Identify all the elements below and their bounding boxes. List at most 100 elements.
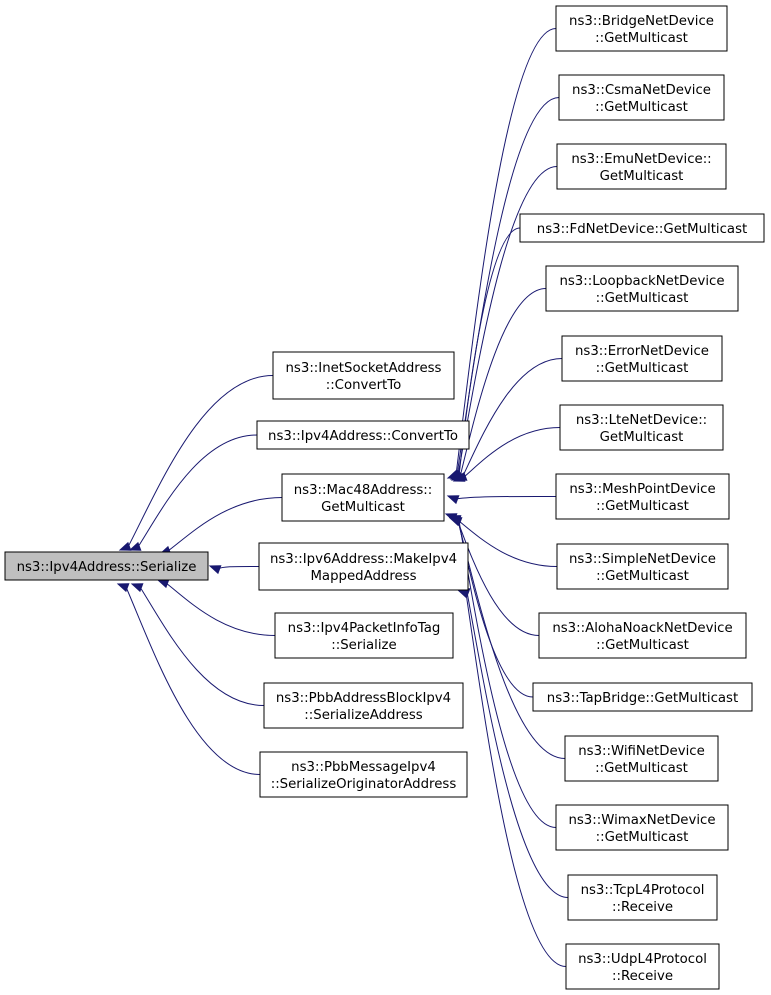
node-box: [532, 682, 753, 712]
arrowhead-n_wimax-to-n_mac48_getmc: [449, 517, 463, 527]
node-inet-convert[interactable]: ns3::InetSocketAddress::ConvertTo: [272, 351, 455, 400]
node-wimax[interactable]: ns3::WimaxNetDevice::GetMulticast: [555, 804, 729, 851]
node-csma[interactable]: ns3::CsmaNetDevice::GetMulticast: [558, 74, 725, 121]
edge-n_aloha-to-n_mac48_getmc: [456, 518, 540, 636]
node-label: ::Receive: [612, 969, 673, 984]
node-label: ns3::TcpL4Protocol: [581, 883, 705, 898]
node-ipv4-serialize[interactable]: ns3::Ipv4Address::Serialize: [4, 551, 209, 581]
node-label: ::GetMulticast: [595, 761, 688, 776]
node-box: [565, 943, 720, 990]
arrowhead-n_mesh-to-n_mac48_getmc: [446, 495, 460, 505]
node-tcp[interactable]: ns3::TcpL4Protocol::Receive: [567, 874, 718, 921]
node-box: [4, 551, 209, 581]
arrowhead-n_pkt_info-to-n_ipv4_serialize: [156, 579, 170, 589]
node-bridge[interactable]: ns3::BridgeNetDevice::GetMulticast: [555, 5, 728, 52]
node-label: ns3::Ipv4PacketInfoTag: [288, 621, 441, 636]
node-label: ns3::Ipv6Address::MakeIpv4: [270, 552, 457, 567]
node-udp[interactable]: ns3::UdpL4Protocol::Receive: [565, 943, 720, 990]
node-loopback[interactable]: ns3::LoopbackNetDevice::GetMulticast: [545, 265, 739, 312]
node-label: GetMulticast: [600, 169, 684, 184]
node-label: ::GetMulticast: [596, 291, 689, 306]
node-box: [272, 351, 455, 400]
edge-n_udp-to-n_ipv6_make: [465, 592, 567, 967]
node-label: MappedAddress: [310, 569, 416, 584]
edge-n_ipv6_make-to-n_ipv4_serialize: [217, 565, 260, 570]
node-label: ns3::PbbMessageIpv4: [291, 760, 436, 775]
node-box: [258, 542, 469, 591]
node-label: ns3::Ipv4Address::Serialize: [17, 560, 197, 575]
arrowhead-n_lte-to-n_mac48_getmc: [454, 471, 468, 481]
node-box: [561, 335, 723, 382]
node-tapbridge[interactable]: ns3::TapBridge::GetMulticast: [532, 682, 753, 712]
node-box: [274, 612, 454, 659]
node-label: ::GetMulticast: [596, 638, 689, 653]
node-mesh[interactable]: ns3::MeshPointDevice::GetMulticast: [555, 473, 730, 520]
node-label: ns3::UdpL4Protocol: [578, 952, 707, 967]
edge-n_loopback-to-n_mac48_getmc: [459, 288, 547, 478]
node-label: ns3::WimaxNetDevice: [568, 813, 715, 828]
node-simple[interactable]: ns3::SimpleNetDevice::GetMulticast: [556, 543, 729, 590]
edge-n_wimax-to-n_mac48_getmc: [458, 520, 557, 828]
node-box: [256, 420, 470, 450]
edge-n_csma-to-n_mac48_getmc: [456, 97, 560, 476]
nodes-layer: ns3::Ipv4Address::Serialize ns3::InetSock…: [4, 5, 765, 990]
node-box: [263, 682, 464, 729]
edge-n_pbb_msg-to-n_ipv4_serialize: [125, 586, 261, 775]
node-label: ::SerializeOriginatorAddress: [271, 777, 457, 792]
edge-n_mac48_getmc-to-n_ipv4_serialize: [167, 497, 283, 552]
node-error[interactable]: ns3::ErrorNetDevice::GetMulticast: [561, 335, 723, 382]
arrowhead-n_pbb_msg-to-n_ipv4_serialize: [116, 583, 130, 593]
node-ipv4-convert[interactable]: ns3::Ipv4Address::ConvertTo: [256, 420, 470, 450]
node-label: ns3::LoopbackNetDevice: [559, 274, 724, 289]
node-box: [564, 735, 719, 782]
edge-n_pbb_block-to-n_ipv4_serialize: [139, 586, 265, 706]
node-label: ns3::Ipv4Address::ConvertTo: [268, 429, 458, 444]
node-fd[interactable]: ns3::FdNetDevice::GetMulticast: [519, 213, 765, 243]
node-label: GetMulticast: [600, 430, 684, 445]
node-label: ::ConvertTo: [326, 378, 402, 393]
node-mac48-getmc[interactable]: ns3::Mac48Address::GetMulticast: [281, 473, 445, 522]
node-label: ::GetMulticast: [596, 499, 689, 514]
node-label: ns3::AlohaNoackNetDevice: [552, 621, 732, 636]
node-label: ::GetMulticast: [596, 361, 689, 376]
node-label: ::Receive: [612, 900, 673, 915]
node-label: ns3::Mac48Address::: [294, 483, 433, 498]
edge-n_pkt_info-to-n_ipv4_serialize: [165, 582, 276, 636]
edge-n_tcp-to-n_ipv6_make: [466, 591, 569, 898]
node-box: [555, 804, 729, 851]
edge-n_simple-to-n_mac48_getmc: [453, 516, 558, 567]
node-aloha[interactable]: ns3::AlohaNoackNetDevice::GetMulticast: [538, 612, 747, 659]
node-label: ns3::WifiNetDevice: [578, 744, 705, 759]
node-box: [259, 751, 468, 798]
node-wifi[interactable]: ns3::WifiNetDevice::GetMulticast: [564, 735, 719, 782]
node-box: [545, 265, 739, 312]
edge-n_error-to-n_mac48_getmc: [461, 358, 563, 479]
edge-n_lte-to-n_mac48_getmc: [463, 427, 561, 478]
node-box: [555, 5, 728, 52]
node-label: ::Serialize: [331, 638, 396, 653]
node-label: ns3::SimpleNetDevice: [569, 552, 716, 567]
node-box: [555, 473, 730, 520]
node-emu[interactable]: ns3::EmuNetDevice::GetMulticast: [556, 143, 727, 190]
edge-n_inet_convert-to-n_ipv4_serialize: [127, 375, 274, 548]
node-box: [519, 213, 765, 243]
node-box: [538, 612, 747, 659]
node-pbb-msg[interactable]: ns3::PbbMessageIpv4::SerializeOriginator…: [259, 751, 468, 798]
node-pbb-block[interactable]: ns3::PbbAddressBlockIpv4::SerializeAddre…: [263, 682, 464, 729]
node-label: ::GetMulticast: [595, 31, 688, 46]
arrowhead-n_ipv4_convert-to-n_ipv4_serialize: [128, 541, 142, 551]
edge-n_tapbridge-to-n_mac48_getmc: [457, 518, 534, 698]
node-label: ::GetMulticast: [596, 569, 689, 584]
edge-n_mesh-to-n_mac48_getmc: [455, 495, 557, 500]
node-label: ns3::TapBridge::GetMulticast: [547, 691, 738, 706]
arrowhead-n_pbb_block-to-n_ipv4_serialize: [130, 583, 144, 593]
arrowhead-n_ipv6_make-to-n_ipv4_serialize: [208, 565, 222, 575]
node-box: [556, 543, 729, 590]
node-pkt-info[interactable]: ns3::Ipv4PacketInfoTag::Serialize: [274, 612, 454, 659]
edge-n_bridge-to-n_mac48_getmc: [455, 28, 557, 476]
node-label: ns3::LteNetDevice::: [576, 413, 707, 428]
node-label: ::GetMulticast: [596, 830, 689, 845]
node-lte[interactable]: ns3::LteNetDevice::GetMulticast: [559, 404, 724, 451]
